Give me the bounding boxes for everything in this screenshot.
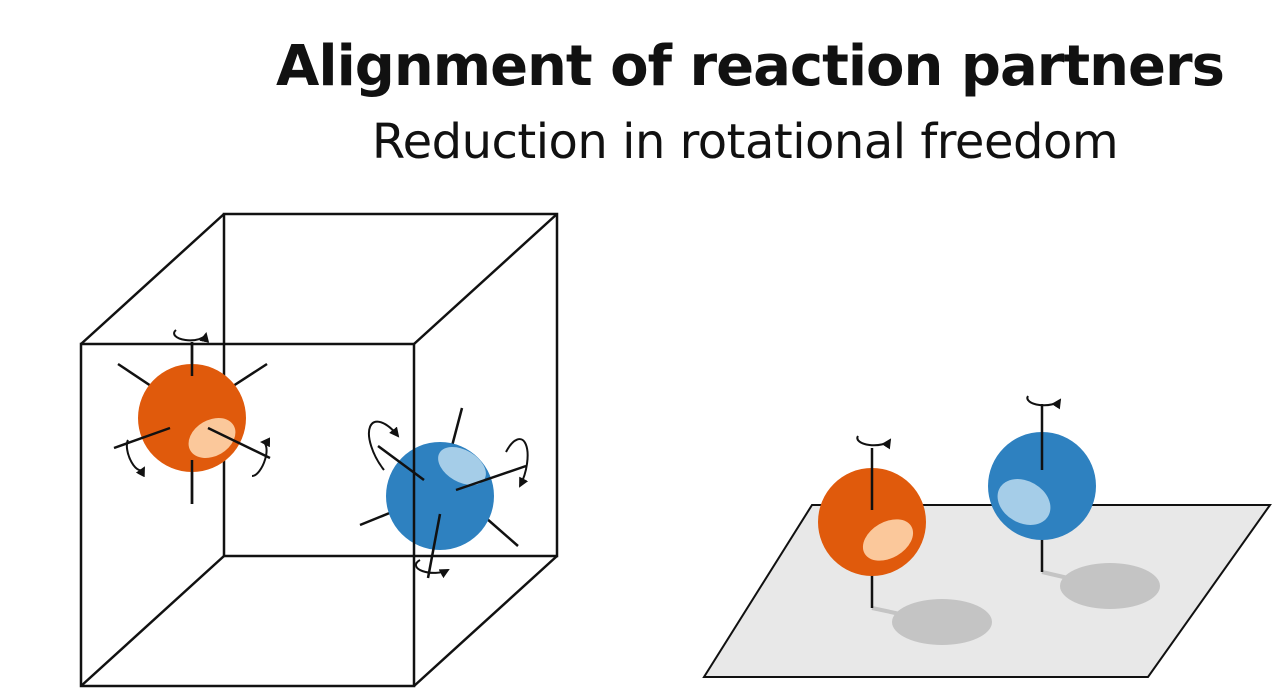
rotation-arrow-icon bbox=[125, 439, 145, 478]
cube-edge-bottom-left bbox=[80, 555, 225, 687]
blue-sphere-highlight bbox=[997, 479, 1051, 525]
rotation-arrow-icon bbox=[505, 438, 529, 488]
orange-molecule-free bbox=[113, 329, 271, 504]
blue-sphere-highlight bbox=[438, 447, 486, 485]
blue-molecule-free bbox=[359, 407, 529, 579]
cube-front-face bbox=[79, 342, 416, 688]
rotation-arrow-icon bbox=[856, 435, 892, 450]
orange-sphere-highlight bbox=[188, 418, 236, 458]
orange-sphere bbox=[138, 364, 246, 472]
orange-sphere-highlight bbox=[862, 519, 914, 561]
rotation-arrow-icon bbox=[367, 420, 400, 471]
surface-plane bbox=[702, 504, 1272, 678]
rotation-arrow-icon bbox=[173, 329, 210, 343]
diagram-subtitle: Reduction in rotational freedom bbox=[371, 114, 1119, 170]
orange-molecule-restricted bbox=[818, 435, 926, 608]
rotation-arrow-icon bbox=[251, 437, 271, 478]
diagram-title: Alignment of reaction partners bbox=[276, 34, 1225, 99]
rotation-arrow-icon bbox=[414, 559, 450, 579]
blue-molecule-restricted bbox=[988, 395, 1096, 572]
rotation-arrow-icon bbox=[1026, 395, 1062, 410]
blue-molecule-shadow bbox=[1060, 563, 1160, 609]
cube-edge-top-right bbox=[413, 213, 558, 345]
orange-molecule-shadow bbox=[892, 599, 992, 645]
cube-edge-top-left bbox=[80, 213, 225, 345]
cube-edge-bottom-right bbox=[413, 555, 558, 687]
